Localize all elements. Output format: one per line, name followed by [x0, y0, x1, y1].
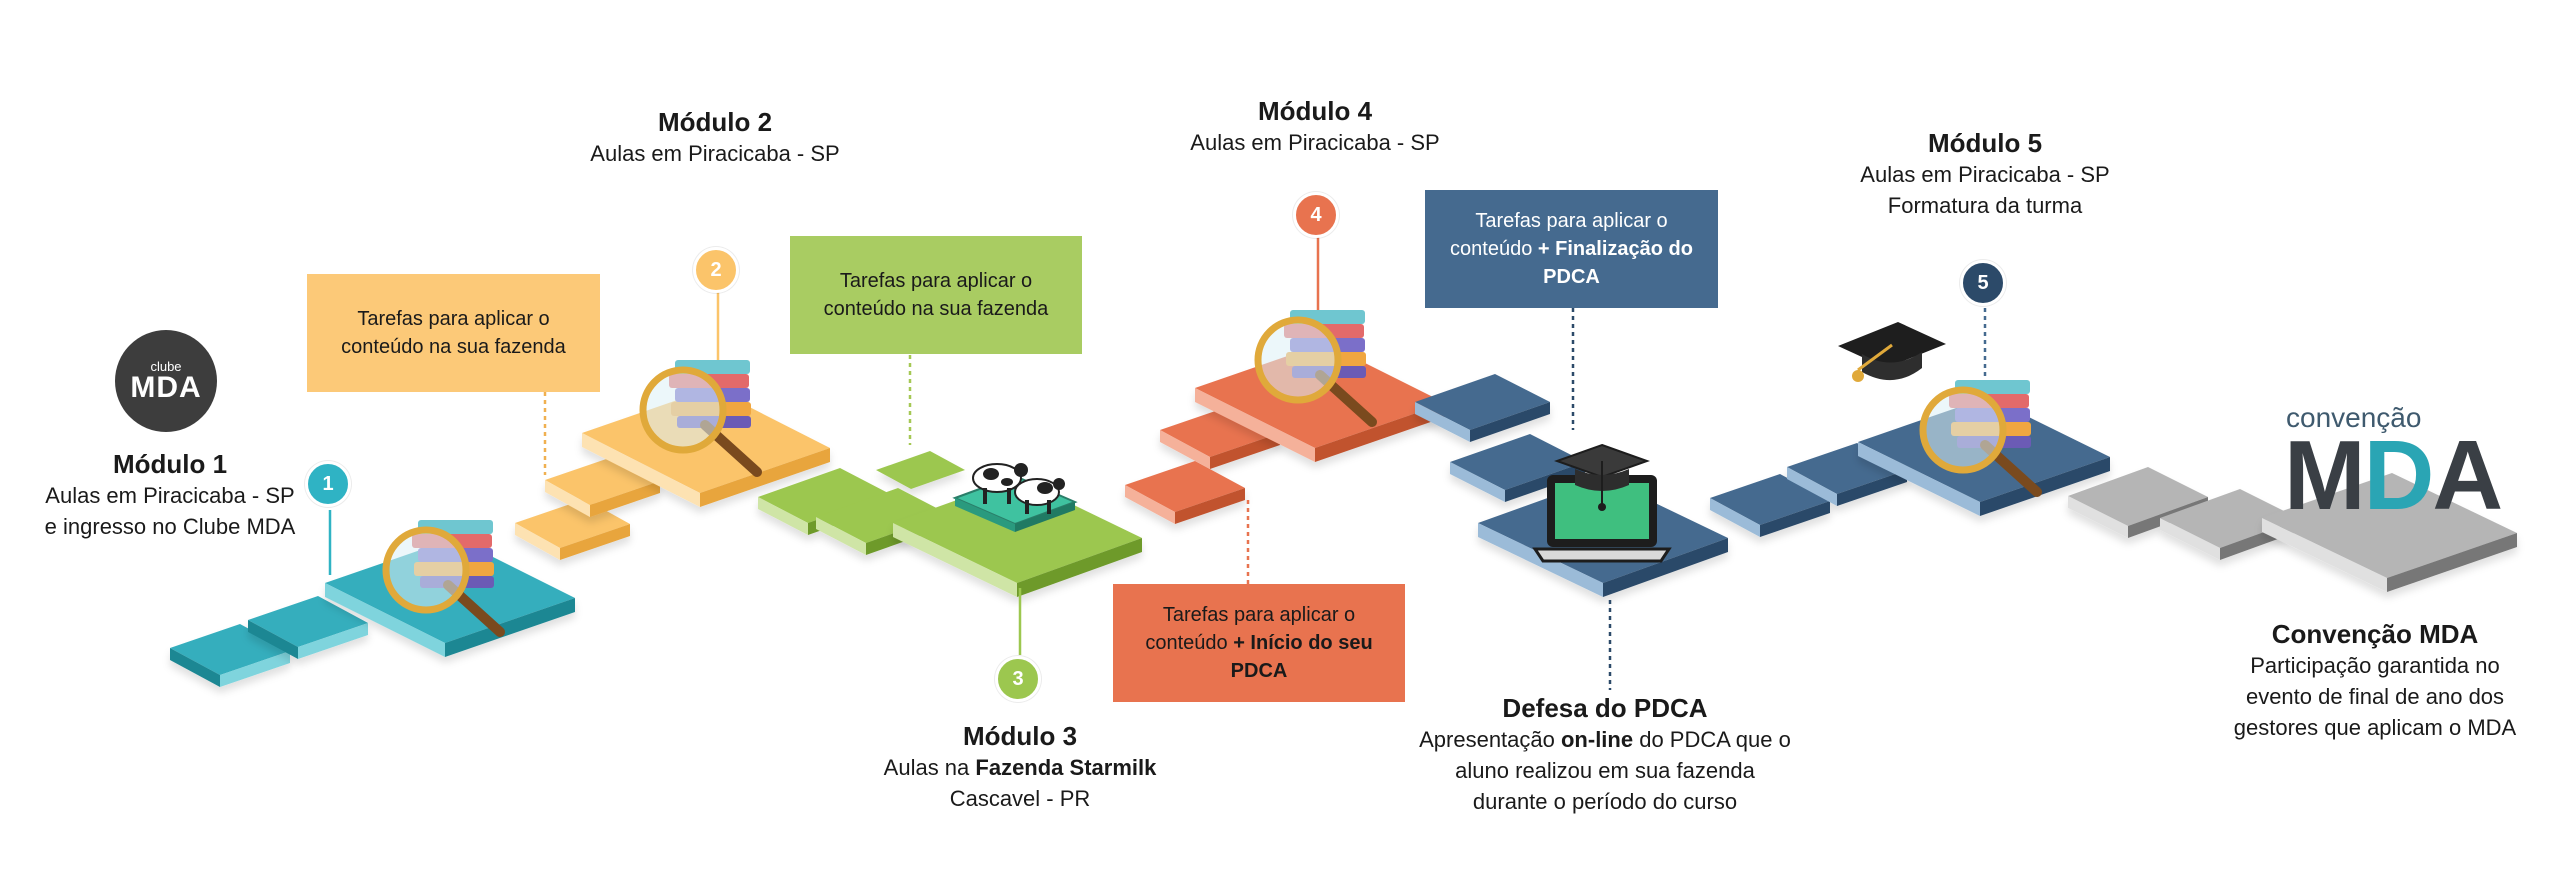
- convencao-logo-a: A: [2432, 420, 2503, 530]
- module-3-line-2: Cascavel - PR: [949, 786, 1091, 811]
- defesa-line-1-pre: Apresentação: [1419, 727, 1561, 752]
- steps-gray: [2068, 467, 2300, 560]
- task-4-line-2-bold: + Finalização do: [1537, 238, 1693, 260]
- task-3-line-3: PDCA: [1230, 660, 1288, 682]
- badge-2: 2: [693, 247, 739, 293]
- badge-1: 1: [305, 461, 351, 507]
- module-4-block: Módulo 4 Aulas em Piracicaba - SP: [1160, 95, 1470, 158]
- task-3-line-1: Tarefas para aplicar o: [1162, 604, 1356, 626]
- task-3-line-2-pre: conteúdo: [1145, 632, 1234, 654]
- books-magnifier-icon-2: [639, 360, 762, 477]
- convencao-logo-m: M: [2284, 420, 2366, 530]
- defesa-line-1-post: do PDCA que o: [1633, 727, 1791, 752]
- convencao-logo-mda: MDA: [2284, 426, 2503, 524]
- module-4-line-1: Aulas em Piracicaba - SP: [1190, 130, 1440, 155]
- defesa-line-1-bold: on-line: [1560, 727, 1634, 752]
- module-1-line-1: Aulas em Piracicaba - SP: [45, 483, 295, 508]
- task-box-1: Tarefas para aplicar o conteúdo na sua f…: [307, 274, 600, 392]
- task-4-line-3: PDCA: [1543, 266, 1600, 288]
- task-4-line-1: Tarefas para aplicar o: [1475, 210, 1668, 232]
- defesa-line-2: aluno realizou em sua fazenda: [1455, 758, 1755, 783]
- platform-gray: [2262, 473, 2517, 592]
- task-1-line-2: conteúdo na sua fazenda: [341, 336, 566, 358]
- defesa-block: Defesa do PDCA Apresentação on-line do P…: [1395, 692, 1815, 817]
- books-magnifier-icon-1: [382, 520, 505, 637]
- task-4-line-2: conteúdo + Finalização do: [1450, 235, 1693, 263]
- defesa-line-1: Apresentação on-line do PDCA que o: [1395, 724, 1815, 755]
- task-1-line-1: Tarefas para aplicar o: [357, 308, 550, 330]
- cows-icon: [952, 463, 1078, 532]
- task-2-line-1: Tarefas para aplicar o: [839, 270, 1033, 292]
- module-1-block: Módulo 1 Aulas em Piracicaba - SP e ingr…: [20, 448, 320, 542]
- graduation-cap-icon: [1838, 322, 1946, 382]
- module-3-line-1: Aulas na Fazenda Starmilk: [855, 752, 1185, 783]
- convencao-logo-d: D: [2363, 420, 2435, 530]
- badge-5: 5: [1960, 260, 2006, 306]
- module-5-block: Módulo 5 Aulas em Piracicaba - SP Format…: [1830, 127, 2140, 221]
- convencao-line-1: Participação garantida no: [2250, 653, 2500, 678]
- laptop-graduation-icon: [1532, 443, 1672, 563]
- step-teal-2: [248, 596, 368, 659]
- convencao-title: Convenção MDA: [2271, 619, 2479, 649]
- badge-4: 4: [1293, 192, 1339, 238]
- module-4-title: Módulo 4: [1257, 96, 1373, 126]
- convencao-logo-word: convenção: [2286, 402, 2422, 433]
- module-5-title: Módulo 5: [1927, 128, 2043, 158]
- task-box-2: Tarefas para aplicar o conteúdo na sua f…: [790, 236, 1082, 354]
- clube-mda-logo: clube MDA: [115, 330, 217, 432]
- task-3-line-2-bold: + Início do seu: [1233, 632, 1373, 654]
- steps-orange: [1125, 406, 1280, 524]
- module-3-line-1-bold: Fazenda Starmilk: [975, 755, 1157, 780]
- module-3-block: Módulo 3 Aulas na Fazenda Starmilk Casca…: [855, 720, 1185, 814]
- defesa-line-3: durante o período do curso: [1472, 789, 1738, 814]
- convencao-line-3: gestores que aplicam o MDA: [2233, 715, 2517, 740]
- steps-navy: [1415, 374, 1585, 502]
- module-2-block: Módulo 2 Aulas em Piracicaba - SP: [560, 106, 870, 169]
- module-1-title: Módulo 1: [112, 449, 228, 479]
- task-box-4: Tarefas para aplicar o conteúdo + Finali…: [1425, 190, 1718, 308]
- module-2-line-1: Aulas em Piracicaba - SP: [590, 141, 840, 166]
- task-4-line-2-pre: conteúdo: [1450, 238, 1538, 260]
- books-magnifier-icon-5: [1919, 380, 2042, 497]
- task-3-line-2: conteúdo + Início do seu: [1145, 629, 1372, 657]
- module-1-line-2: e ingresso no Clube MDA: [44, 514, 296, 539]
- module-5-line-2: Formatura da turma: [1887, 193, 2083, 218]
- logo-small-text: clube: [150, 358, 182, 374]
- defesa-title: Defesa do PDCA: [1502, 693, 1708, 723]
- module-5-line-1: Aulas em Piracicaba - SP: [1860, 162, 2110, 187]
- module-3-title: Módulo 3: [962, 721, 1078, 751]
- task-box-3: Tarefas para aplicar o conteúdo + Início…: [1113, 584, 1405, 702]
- books-magnifier-icon-4: [1254, 310, 1377, 427]
- logo-big-text: MDA: [130, 370, 202, 404]
- convencao-line-2: evento de final de ano dos: [2245, 684, 2505, 709]
- module-3-line-1-pre: Aulas na: [883, 755, 976, 780]
- task-2-line-2: conteúdo na sua fazenda: [823, 298, 1049, 320]
- convencao-block: Convenção MDA Participação garantida no …: [2215, 618, 2535, 743]
- module-2-title: Módulo 2: [657, 107, 773, 137]
- badge-3: 3: [995, 656, 1041, 702]
